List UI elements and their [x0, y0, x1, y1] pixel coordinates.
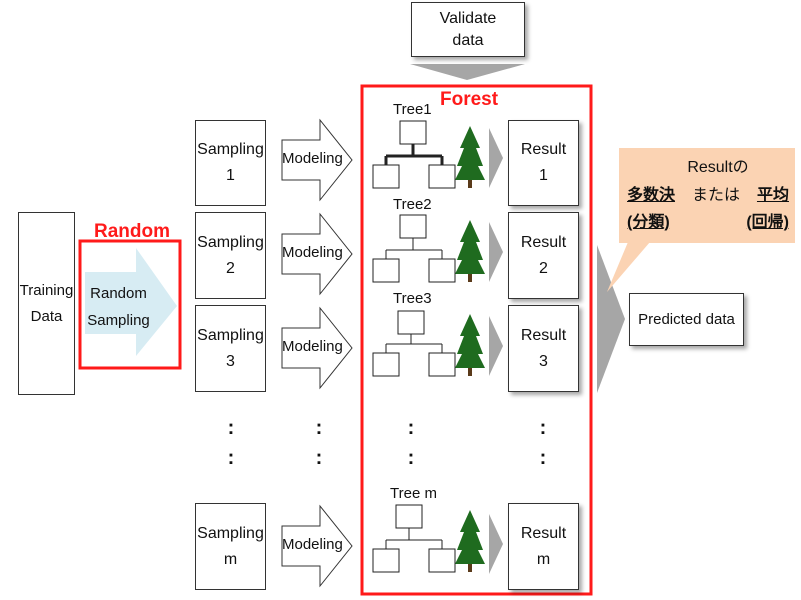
- dots-modeling: : :: [313, 413, 325, 473]
- sampling-m-line1: Sampling: [197, 524, 264, 542]
- modeling-arrow-m: [281, 504, 353, 588]
- result-1-line1: Result: [520, 141, 567, 158]
- result-m-line2: m: [536, 550, 551, 568]
- conifer-tree-icon-2: [455, 220, 485, 282]
- result-2-line1: Result: [520, 233, 567, 251]
- dot-modeling-b: :: [315, 447, 323, 469]
- conifer-tree-icon-1: [455, 126, 485, 188]
- random-frame: [78, 239, 182, 370]
- callout-line1: Resultの: [687, 159, 749, 176]
- predicted-label: Predicted data: [638, 310, 735, 328]
- callout-pointer: [607, 242, 650, 292]
- modeling-label-3: Modeling: [282, 338, 343, 355]
- dots-sampling: : :: [225, 413, 237, 473]
- random-title: Random: [94, 221, 170, 242]
- conifer-tree-icon-m: [455, 510, 485, 572]
- modeling-arrow-3: [281, 306, 353, 390]
- sampling-box-3: Sampling 3: [195, 305, 266, 392]
- result-box-3: Result 3: [508, 305, 579, 392]
- dot-result-a: :: [539, 417, 547, 439]
- sampling-3-line1: Sampling: [197, 326, 264, 344]
- dot-result-b: :: [539, 447, 547, 469]
- training-line1: Training: [19, 281, 74, 299]
- modeling-arrow-2: [281, 212, 353, 296]
- validate-line2: data: [452, 31, 484, 49]
- tree-diagram-m: [372, 504, 456, 573]
- sampling-box-2: Sampling 2: [195, 212, 266, 299]
- callout-classification: (分類): [627, 214, 670, 231]
- sampling-2-line2: 2: [226, 259, 235, 277]
- random-sampling-arrow: [85, 248, 177, 356]
- validate-down-arrow: [410, 64, 525, 80]
- tree-label-2: Tree2: [393, 196, 432, 213]
- modeling-label-2: Modeling: [282, 244, 343, 261]
- sampling-box-m: Sampling m: [195, 503, 266, 590]
- validate-data-box: Validate data: [411, 2, 525, 57]
- aggregate-arrow: [597, 245, 625, 393]
- dot-sampling-a: :: [227, 417, 235, 439]
- result-m-line1: Result: [520, 524, 567, 542]
- tree-diagram-3: [372, 310, 456, 377]
- validate-line1: Validate: [439, 9, 497, 27]
- callout-line2: 多数決 または 平均: [627, 182, 789, 210]
- sampling-3-line2: 3: [226, 352, 235, 370]
- dot-sampling-b: :: [227, 447, 235, 469]
- result-2-line2: 2: [539, 259, 548, 277]
- sampling-m-line2: m: [223, 550, 238, 568]
- result-callout: Resultの 多数決 または 平均 (分類) (回帰): [619, 148, 795, 243]
- sampling-1-line1: Sampling: [197, 141, 264, 158]
- tree-label-3: Tree3: [393, 290, 432, 307]
- training-data-box: Training Data: [18, 212, 75, 395]
- dot-tree-b: :: [407, 447, 415, 469]
- sampling-1-line2: 1: [226, 167, 235, 184]
- result-box-m: Result m: [508, 503, 579, 590]
- modeling-label-1: Modeling: [282, 150, 343, 167]
- tree-arrow-m: [489, 514, 503, 574]
- predicted-data-box: Predicted data: [629, 293, 744, 346]
- sampling-2-line1: Sampling: [197, 233, 264, 251]
- forest-title: Forest: [440, 89, 499, 110]
- result-3-line2: 3: [539, 352, 548, 370]
- callout-average: 平均: [756, 187, 789, 204]
- callout-regression: (回帰): [746, 214, 789, 231]
- modeling-label-m: Modeling: [282, 536, 343, 553]
- tree-diagram-2: [372, 214, 456, 283]
- tree-diagram-1: [372, 120, 456, 189]
- random-sampling-line2: Sampling: [87, 312, 150, 329]
- tree-arrow-1: [489, 128, 503, 188]
- callout-or: または: [691, 187, 740, 204]
- dot-tree-a: :: [407, 417, 415, 439]
- tree-arrow-2: [489, 222, 503, 282]
- random-sampling-line1: Random: [90, 285, 147, 302]
- tree-arrow-3: [489, 316, 503, 376]
- tree-label-1: Tree1: [393, 101, 432, 118]
- sampling-box-1: Sampling 1: [195, 120, 266, 206]
- dots-result: : :: [537, 413, 549, 473]
- training-line2: Data: [30, 307, 63, 325]
- modeling-arrow-1: [281, 118, 353, 202]
- dot-modeling-a: :: [315, 417, 323, 439]
- dots-tree: : :: [405, 413, 417, 473]
- random-sampling-label: Random Sampling: [86, 280, 151, 334]
- conifer-tree-icon-3: [455, 314, 485, 376]
- result-1-line2: 1: [539, 167, 548, 184]
- callout-line3: (分類) (回帰): [627, 210, 789, 236]
- result-box-1: Result 1: [508, 120, 579, 206]
- forest-frame: [360, 84, 593, 596]
- result-box-2: Result 2: [508, 212, 579, 299]
- result-3-line1: Result: [520, 326, 567, 344]
- callout-majority: 多数決: [627, 187, 676, 204]
- tree-label-m: Tree m: [390, 485, 437, 502]
